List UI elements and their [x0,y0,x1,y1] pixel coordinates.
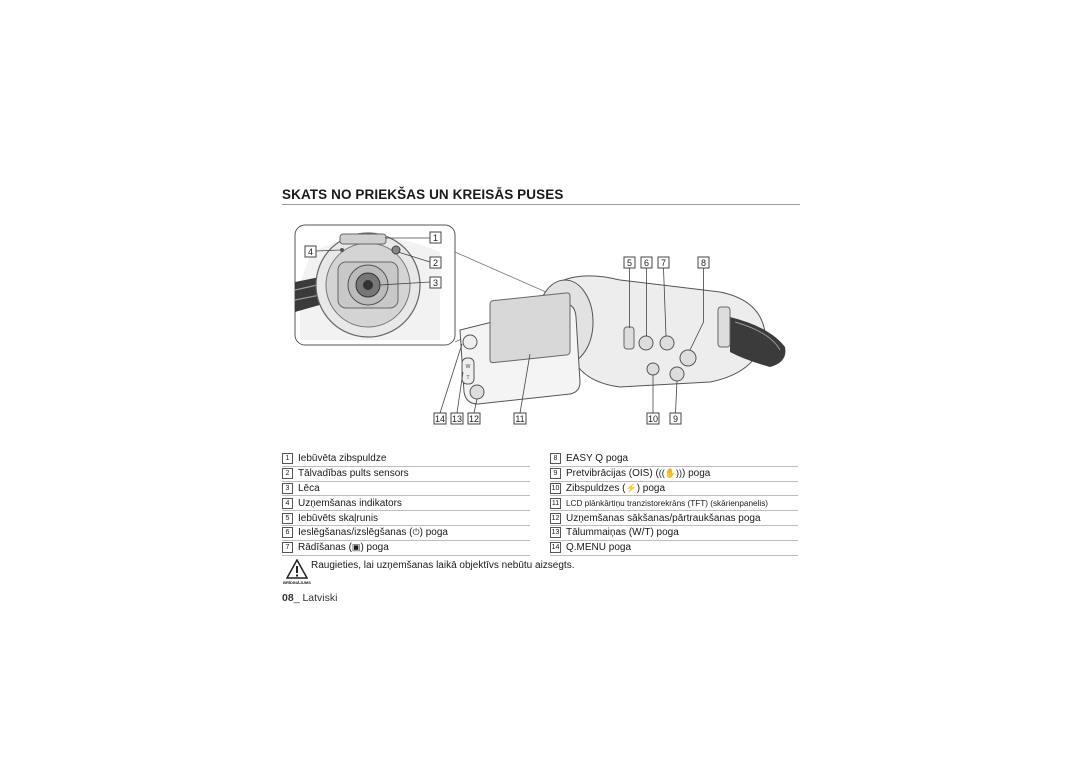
camcorder-body: W T [459,275,786,405]
svg-text:14: 14 [435,414,445,424]
callout-6: 6 [640,256,653,269]
svg-text:7: 7 [661,258,666,268]
warning-text: Raugieties, lai uzņemšanas laikā objektī… [311,560,575,571]
warning-label: BRĪDINĀJUMS [283,580,311,585]
callout-4: 4 [304,245,317,258]
warning-note: BRĪDINĀJUMS Raugieties, lai uzņemšanas l… [282,559,602,589]
camcorder-diagram: 1 2 3 4 W T [294,224,786,425]
callout-12: 12 [467,412,481,425]
callout-9: 9 [669,412,682,425]
callout-1: 1 [429,231,442,244]
svg-text:W: W [466,364,471,370]
callout-10: 10 [646,412,660,425]
svg-text:9: 9 [673,414,678,424]
callout-2: 2 [429,256,442,269]
callout-5: 5 [623,256,636,269]
playback-icon: ▣ [351,542,361,553]
callout-7: 7 [657,256,670,269]
callout-14: 14 [433,412,447,425]
svg-text:12: 12 [469,414,479,424]
callout-11: 11 [513,412,527,425]
svg-text:13: 13 [452,414,462,424]
svg-text:T: T [466,375,469,381]
svg-text:1: 1 [433,233,438,243]
page-number: 08 [282,592,294,604]
section-title: SKATS NO PRIEKŠAS UN KREISĀS PUSES [282,187,800,205]
flash-icon: ⚡ [625,482,637,493]
svg-text:5: 5 [627,258,632,268]
camcorder-illustration: 1 2 3 4 W T [290,222,800,430]
svg-text:10: 10 [648,414,658,424]
svg-text:3: 3 [433,278,438,288]
callout-8: 8 [697,256,710,269]
lens-closeup [294,224,456,346]
svg-text:8: 8 [701,258,706,268]
callout-3: 3 [429,276,442,289]
language-label: Latviski [302,592,338,604]
power-icon: ⏻ [412,527,420,538]
page-footer: 08_ Latviski [282,592,338,604]
callout-13: 13 [450,412,464,425]
ois-icon: ((✋)) [658,468,682,479]
svg-text:4: 4 [308,247,313,257]
warning-icon [286,559,308,579]
svg-text:6: 6 [644,258,649,268]
svg-text:2: 2 [433,258,438,268]
svg-text:11: 11 [515,414,524,424]
